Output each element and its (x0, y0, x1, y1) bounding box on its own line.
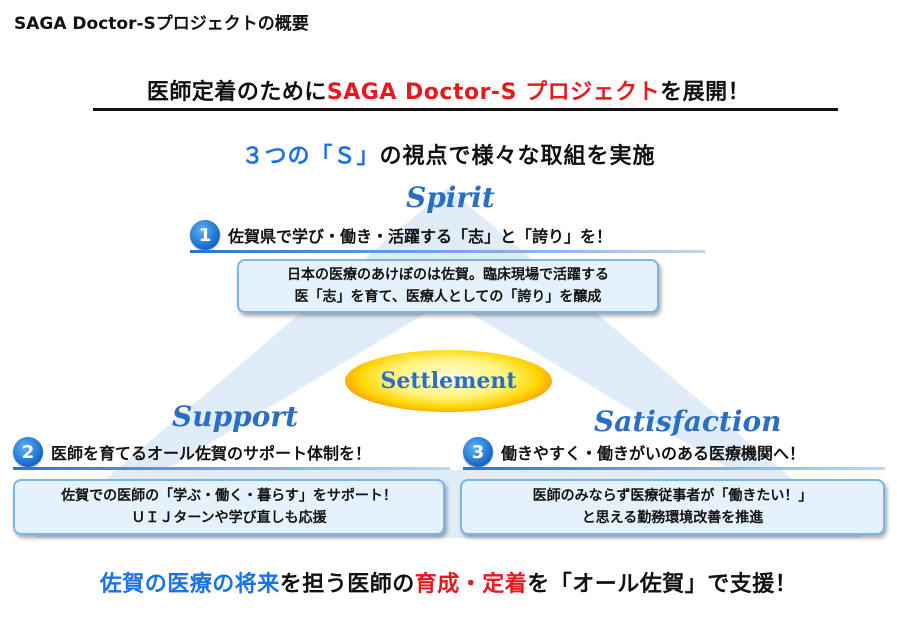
point-2-title: 医師を育てるオール佐賀のサポート体制を！ (51, 444, 372, 463)
point-3-description: 医師のみならず医療従事者が「働きたい！」 と思える勤務環境改善を推進 (460, 479, 885, 535)
headline-suffix: を展開！ (660, 80, 751, 105)
headline-prefix: 医師定着のために (146, 80, 327, 105)
point-3-underline (463, 467, 885, 470)
subheadline: ３つの「Ｓ」の視点で様々な取組を実施 (0, 138, 897, 170)
subheadline-suffix: の視点で様々な取組を実施 (379, 144, 656, 169)
headline-highlight: SAGA Doctor-S プロジェクト (326, 80, 661, 105)
footer-slogan: 佐賀の医療の将来を担う医師の育成・定着を「オール佐賀」で支援！ (0, 566, 897, 598)
support-label: Support (172, 400, 299, 433)
footer-part-2: を担う医師の (279, 572, 415, 597)
point-2-underline (13, 467, 450, 470)
settlement-ellipse: Settlement (345, 350, 552, 412)
point-1-title: 佐賀県で学び・働き・活躍する「志」と「誇り」を！ (228, 227, 613, 246)
point-3-header: 3 働きやすく・働きがいのある医療機関へ！ (463, 437, 805, 467)
footer-part-1: 佐賀の医療の将来 (99, 572, 280, 597)
settlement-label: Settlement (380, 368, 517, 394)
point-1-underline (190, 250, 705, 253)
point-3-title: 働きやすく・働きがいのある医療機関へ！ (501, 444, 806, 463)
number-1-badge: 1 (190, 220, 220, 250)
satisfaction-label: Satisfaction (594, 405, 782, 438)
subheadline-highlight: ３つの「Ｓ」 (241, 144, 380, 169)
point-1-header: 1 佐賀県で学び・働き・活躍する「志」と「誇り」を！ (190, 220, 612, 250)
number-3-badge: 3 (463, 437, 493, 467)
spirit-label: Spirit (406, 181, 495, 214)
page-title: SAGA Doctor-Sプロジェクトの概要 (14, 14, 309, 34)
point-2-header: 2 医師を育てるオール佐賀のサポート体制を！ (13, 437, 371, 467)
footer-part-4: を「オール佐賀」で支援！ (527, 572, 798, 597)
point-1-description: 日本の医療のあけぼのは佐賀。臨床現場で活躍する 医「志」を育て、医療人としての「… (237, 259, 659, 313)
point-2-description: 佐賀での医師の「学ぶ・働く・暮らす」をサポート！ ＵＩＪターンや学び直しも応援 (13, 479, 445, 535)
headline-underline (93, 108, 838, 111)
headline: 医師定着のためにSAGA Doctor-S プロジェクトを展開！ (0, 74, 897, 106)
number-2-badge: 2 (13, 437, 43, 467)
footer-part-3: 育成・定着 (414, 572, 528, 597)
